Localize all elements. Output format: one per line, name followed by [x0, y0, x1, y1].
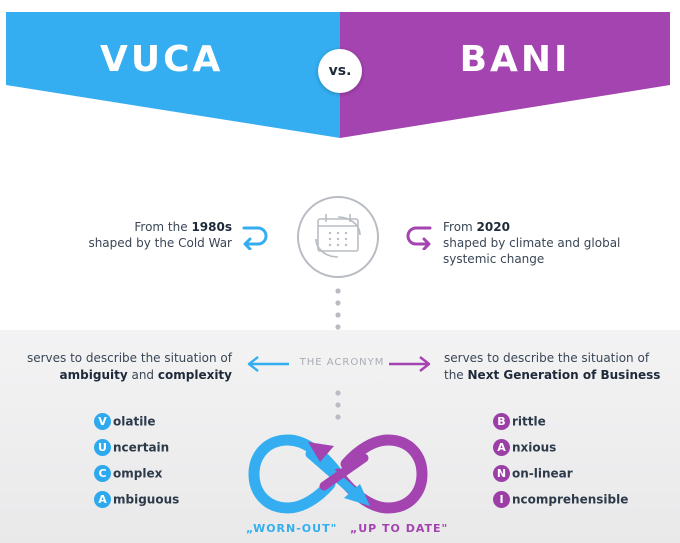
bani-keyword-next-generation: Next Generation of Business: [467, 368, 661, 382]
vuca-title: VUCA: [100, 39, 224, 80]
list-word: rittle: [512, 414, 546, 429]
letter-badge: I: [493, 491, 510, 508]
comparison-panel: [0, 330, 680, 543]
bani-description: serves to describe the situation of the …: [444, 350, 664, 384]
letter-badge: A: [94, 491, 111, 508]
vuca-curved-arrow-icon: [242, 226, 268, 250]
vuca-era-text: From the 1980s shaped by the Cold War: [60, 219, 232, 251]
vuca-caption: „WORN-OUT": [246, 522, 338, 535]
vuca-description: serves to describe the situation of ambi…: [20, 350, 232, 384]
header-banner: [6, 12, 670, 138]
list-word: on-linear: [512, 466, 573, 481]
bani-title: BANI: [459, 39, 571, 80]
vuca-banner: [6, 12, 340, 138]
bani-era-year: 2020: [476, 220, 510, 234]
bani-description-line1: serves to describe the situation of: [444, 351, 650, 365]
list-word: nxious: [512, 440, 557, 455]
dotted-connector-bottom: [335, 390, 341, 420]
list-word: ncomprehensible: [512, 492, 629, 507]
vs-badge: vs.: [318, 49, 362, 93]
acronym-double-arrow: [247, 356, 431, 372]
letter-badge: U: [94, 439, 111, 456]
calendar-cycle-icon: [297, 196, 379, 278]
list-word: omplex: [113, 466, 163, 481]
list-word: ncertain: [113, 440, 170, 455]
bani-era-prefix: From: [443, 220, 477, 234]
bani-era-text: From 2020 shaped by climate and global s…: [443, 219, 643, 267]
vuca-description-line1: serves to describe the situation of: [26, 351, 232, 365]
acronym-label: THE ACRONYM: [299, 357, 385, 368]
bani-era-context-1: shaped by climate and global: [443, 236, 621, 250]
letter-badge: B: [493, 413, 510, 430]
vuca-era-context: shaped by the Cold War: [88, 236, 232, 250]
vuca-description-and: and: [127, 368, 158, 382]
vuca-era-prefix: From the: [134, 220, 192, 234]
bani-banner: [340, 12, 670, 138]
letter-badge: A: [493, 439, 510, 456]
vuca-keyword-complexity: complexity: [157, 368, 232, 382]
bani-era-context-2: systemic change: [443, 252, 545, 266]
list-word: olatile: [113, 414, 156, 429]
bani-curved-arrow-icon: [406, 226, 432, 250]
vuca-keyword-ambiguity: ambiguity: [59, 368, 128, 382]
bani-description-the: the: [444, 368, 468, 382]
letter-badge: V: [94, 413, 111, 430]
letter-badge: N: [493, 465, 510, 482]
letter-badge: C: [94, 465, 111, 482]
bani-caption: „UP TO DATE": [350, 522, 449, 535]
infinity-icon: [248, 434, 428, 514]
vuca-era-year: 1980s: [191, 220, 232, 234]
dotted-connector-top: [335, 288, 341, 330]
list-word: mbiguous: [113, 492, 180, 507]
